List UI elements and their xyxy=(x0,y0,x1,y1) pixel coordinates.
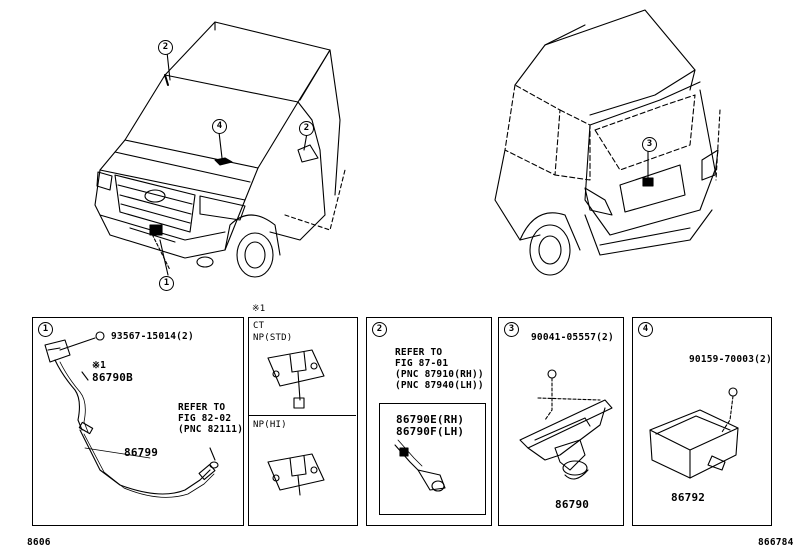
panel1-note-mark: ※1 xyxy=(92,360,107,371)
front-vehicle-illustration xyxy=(94,21,346,278)
panel2-refer-line-4: (PNC 87940(LH)) xyxy=(395,380,484,391)
note-panel-divider xyxy=(249,415,356,416)
note-panel-ct-label: CT xyxy=(253,321,265,331)
panel-3-frame xyxy=(498,317,624,526)
note-panel-np-hi-label: NP(HI) xyxy=(253,420,287,430)
callout-4-ecu: 4 xyxy=(212,119,227,134)
panel2-inner-frame xyxy=(379,403,486,515)
panel2-part-number-rh: 86790E(RH) xyxy=(396,413,465,426)
panel-4-frame xyxy=(632,317,772,526)
panel1-bolt-part-number: 93567-15014(2) xyxy=(111,331,194,342)
panel2-refer-line-3: (PNC 87910(RH)) xyxy=(395,369,484,380)
callout-3-back-camera: 3 xyxy=(642,137,657,152)
panel3-bolt-part-number: 90041-05557(2) xyxy=(531,332,614,343)
panel2-part-number-lh: 86790F(LH) xyxy=(396,425,465,438)
panel1-harness-drawing xyxy=(44,331,219,498)
panel-1-frame xyxy=(32,317,244,526)
panel2-side-camera-drawing xyxy=(394,439,446,492)
panel2-refer-line-2: FIG 87-01 xyxy=(395,358,449,369)
panel-3-number: 3 xyxy=(504,322,519,337)
panel3-camera-drawing xyxy=(519,369,613,480)
panel4-bolt-part-number: 90159-70003(2) xyxy=(689,354,772,365)
footer-right-code: 866784 xyxy=(758,537,794,548)
panel-2-number: 2 xyxy=(372,322,387,337)
panel2-refer-line-1: REFER TO xyxy=(395,347,443,358)
panel1-refer-line-1: REFER TO xyxy=(178,402,226,413)
note-panel-np-std-label: NP(STD) xyxy=(253,333,293,343)
note-panel-bracket-drawings xyxy=(267,349,325,496)
panel4-ecu-drawing xyxy=(649,387,739,479)
footer-left-code: 8606 xyxy=(27,537,51,548)
callout-2-mirror-left: 2 xyxy=(158,40,173,55)
panel4-ecu-part-number: 86792 xyxy=(671,491,706,504)
panel-2-frame xyxy=(366,317,492,526)
note-panel-frame xyxy=(248,317,358,526)
rear-vehicle-illustration xyxy=(494,9,721,276)
panel1-harness-part-number: 86799 xyxy=(124,446,159,459)
panel-1-number: 1 xyxy=(38,322,53,337)
panel-4-number: 4 xyxy=(638,322,653,337)
panel1-refer-line-3: (PNC 82111) xyxy=(178,424,244,435)
panel1-refer-line-2: FIG 82-02 xyxy=(178,413,232,424)
panel3-camera-part-number: 86790 xyxy=(555,498,590,511)
note-panel-mark: ※1 xyxy=(252,304,266,314)
callout-2-mirror-right: 2 xyxy=(299,121,314,136)
panel1-connector-part-number: 86790B xyxy=(92,371,133,384)
callout-1-front-camera: 1 xyxy=(159,276,174,291)
